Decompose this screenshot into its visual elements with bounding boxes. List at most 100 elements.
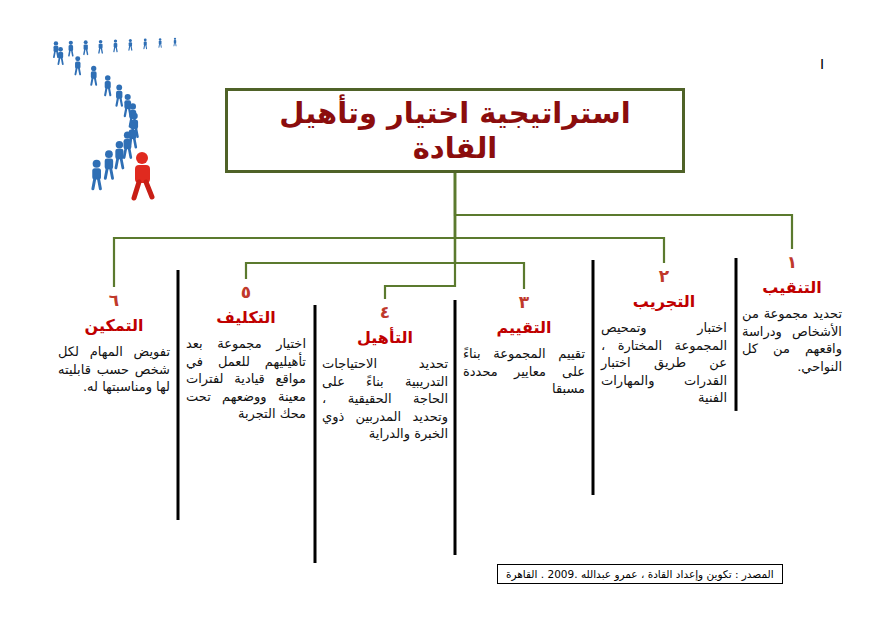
person-head [129, 122, 136, 129]
page-marker: I [820, 56, 824, 72]
person-leg [116, 159, 118, 168]
person-figure [144, 39, 147, 49]
person-head [124, 132, 131, 139]
person-head [159, 38, 162, 41]
tree-connector [246, 173, 455, 279]
person-leg [175, 43, 177, 46]
step-box: ٣التقييمتقييم المجموعة بناءً على معايير … [463, 292, 585, 398]
person-leg [160, 44, 162, 47]
person-figure [159, 38, 162, 47]
person-head [131, 113, 138, 120]
person-body [144, 42, 147, 46]
person-figure [105, 150, 113, 178]
person-leg [124, 149, 126, 158]
person-leg [95, 78, 96, 85]
tree-connector [385, 173, 455, 299]
person-leg [109, 88, 110, 95]
step-heading: التأهيل [322, 328, 448, 349]
person-leg [57, 52, 58, 58]
person-head [130, 103, 136, 109]
person-head [174, 38, 176, 40]
callout-number: ٣ [463, 292, 585, 312]
step-box: ١ التنقيب تحديد مجموعة من الأشخاص ودراسة و… [742, 252, 842, 375]
person-body [114, 43, 118, 48]
person-figure [105, 75, 111, 95]
callout-number: ٥ [186, 282, 306, 302]
person-leg [143, 45, 145, 48]
step-body: تحديد مجموعة من الأشخاص ودراسة واقعهم من… [742, 305, 842, 375]
person-leg [121, 98, 122, 105]
person-figure [54, 41, 59, 57]
person-body [54, 46, 59, 52]
person-leg [86, 50, 88, 55]
person-figure [69, 41, 74, 56]
person-figure [91, 66, 97, 85]
person-body [84, 44, 88, 49]
person-leg [93, 179, 95, 189]
person-leg [101, 48, 103, 53]
person-leg [54, 52, 55, 58]
person-head [105, 75, 111, 81]
person-head [75, 56, 80, 61]
callout-number: ٦ [58, 290, 170, 310]
step-heading: التكليف [186, 308, 306, 329]
person-leg [71, 51, 74, 56]
person-body [58, 52, 63, 59]
person-body [91, 71, 97, 78]
column-separator [592, 260, 595, 495]
person-leg [75, 68, 76, 74]
person-leg [158, 44, 160, 47]
person-head [91, 66, 96, 71]
person-leg [113, 47, 115, 51]
person-leg [129, 149, 131, 158]
person-figure [75, 56, 80, 74]
person-body [124, 139, 132, 149]
tree-connector [455, 173, 664, 263]
person-head [125, 94, 131, 100]
person-leg [68, 51, 71, 56]
person-leg [111, 169, 113, 179]
person-head [93, 160, 101, 168]
person-leg [83, 50, 85, 55]
person-head [129, 39, 132, 42]
person-head [54, 41, 58, 45]
person-head [105, 150, 113, 158]
person-leg [128, 46, 130, 50]
step-heading: التمكين [58, 316, 170, 337]
person-leg [99, 179, 101, 189]
person-head [116, 85, 122, 91]
step-body: تحديد الاحتياجات التدريبية بناءً على الح… [322, 355, 448, 443]
person-head [69, 41, 73, 45]
step-body: اختيار مجموعة بعد تأهيليهم للعمل في مواق… [186, 335, 306, 423]
step-box: ٥ التكليف اختيار مجموعة بعد تأهيليهم للعمل… [186, 282, 306, 423]
tree-connector [114, 173, 455, 287]
person-figure [92, 160, 101, 189]
column-separator [735, 258, 738, 411]
column-separator [314, 305, 317, 563]
step-heading: التنقيب [742, 278, 842, 299]
leader-figure [134, 152, 152, 198]
leader-leg [134, 182, 139, 198]
callout-number: ١ [742, 252, 842, 272]
person-body [159, 41, 162, 45]
source-box: المصدر : تكوين وإعداد القادة ، عمرو عبدا… [497, 564, 783, 584]
person-leg [105, 169, 107, 179]
person-head [144, 39, 147, 42]
person-body [129, 42, 132, 46]
person-leg [131, 46, 133, 50]
person-body [75, 62, 80, 69]
step-body: اختبار وتمحيص المجموعة المختارة ، عن طري… [601, 319, 727, 407]
step-box: ٦التمكينتفويض المهام لكل شخص حسب قابليته… [58, 290, 170, 396]
person-figure [129, 39, 132, 50]
column-separator [177, 270, 180, 520]
tree-connector [455, 173, 524, 289]
person-leg [58, 58, 59, 64]
person-leg [116, 47, 118, 51]
title-text: استراتيجية اختيار وتأهيل القادة [238, 96, 672, 166]
person-head [116, 141, 123, 148]
person-figure [116, 85, 122, 106]
person-body [115, 149, 123, 159]
person-figure [115, 141, 123, 168]
source-text: المصدر : تكوين وإعداد القادة ، عمرو عبدا… [506, 568, 774, 580]
person-leg [125, 108, 126, 116]
